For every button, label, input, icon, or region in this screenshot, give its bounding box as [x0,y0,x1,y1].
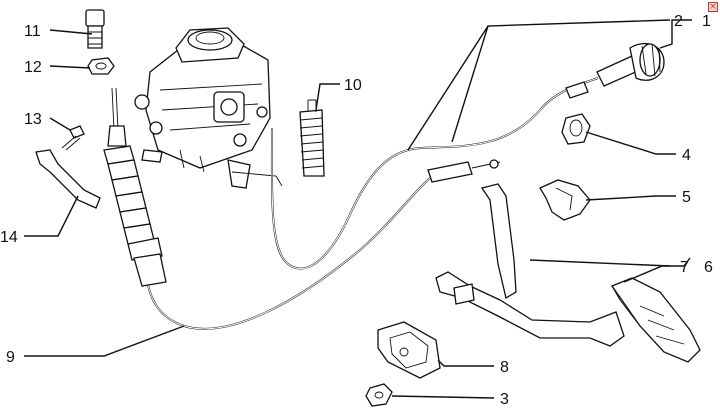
label-7: 7 [680,259,689,276]
cable-2 [270,43,665,270]
part-labels: 11 12 13 14 10 9 2 1 4 5 7 6 8 3 [0,13,713,408]
part-12-nut [87,57,115,75]
label-9: 9 [6,349,15,366]
part-8-pad [377,321,441,379]
part-11-bolt [85,9,105,49]
throttle-cable-9 [103,87,501,330]
part-13-screw [61,125,85,151]
label-14: 14 [0,229,18,246]
label-10: 10 [344,77,362,94]
label-12: 12 [24,59,42,76]
part-10-boot [299,99,325,177]
pedal-assembly-6 [435,183,701,363]
label-5: 5 [682,189,691,206]
label-11: 11 [24,23,41,40]
carburetor [134,27,283,189]
leader-lines [24,19,692,399]
label-6: 6 [704,259,713,276]
label-4: 4 [682,147,691,164]
label-1: 1 [702,13,711,30]
label-2: 2 [674,13,683,30]
label-8: 8 [500,359,509,376]
label-13: 13 [24,111,42,128]
part-14-bracket [35,149,101,209]
part-5-clip [539,179,591,221]
label-3: 3 [500,391,509,408]
part-4-grommet [561,113,591,145]
close-icon[interactable]: × [708,2,718,12]
part-3-nut [365,383,393,407]
